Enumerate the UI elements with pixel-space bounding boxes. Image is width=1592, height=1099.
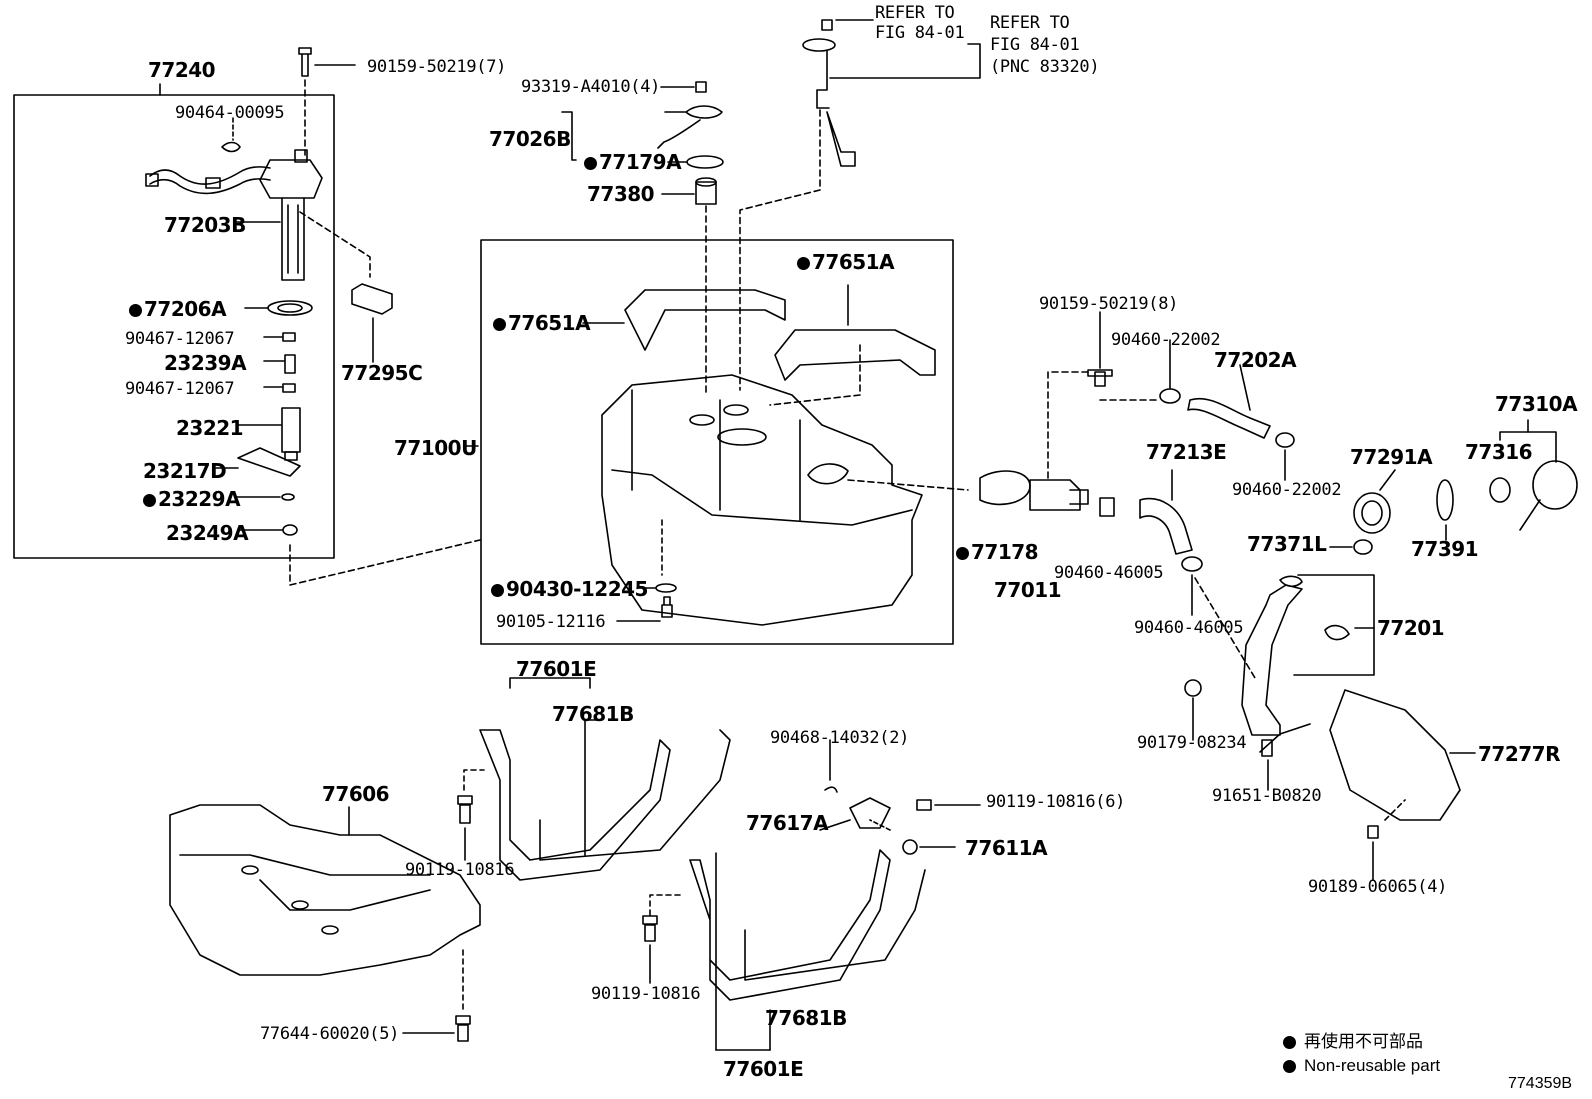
non-reusable-dot-icon xyxy=(493,318,506,331)
label-23249A: 23249A xyxy=(166,521,249,545)
non-reusable-dot-icon xyxy=(1283,1060,1296,1074)
label-77202A: 77202A xyxy=(1214,348,1297,372)
label-77310A: 77310A xyxy=(1495,392,1578,416)
label-77681B-top: 77681B xyxy=(552,702,634,726)
label-91651-B0820: 91651-B0820 xyxy=(1212,786,1322,806)
non-reusable-dot-icon xyxy=(491,584,504,597)
label-refer-fig-84-01-a-line1: REFER TO xyxy=(875,3,955,23)
label-90179-08234: 90179-08234 xyxy=(1137,733,1247,753)
non-reusable-dot-icon xyxy=(797,257,810,270)
label-90119-10816-a: 90119-10816 xyxy=(405,860,515,880)
label-77316: 77316 xyxy=(1465,440,1533,464)
label-77240: 77240 xyxy=(148,58,216,82)
label-77100U: 77100U xyxy=(394,436,477,460)
label-23229A: 23229A xyxy=(143,487,241,511)
label-77206A: 77206A xyxy=(129,297,227,321)
label-77179A-text: 77179A xyxy=(599,150,682,174)
fuel-tank-assembly-box xyxy=(480,239,954,645)
figure-id: 774359B xyxy=(1508,1075,1573,1092)
label-90430-12245: 90430-12245 xyxy=(491,578,648,600)
label-90467-12067-b: 90467-12067 xyxy=(125,379,235,399)
label-77651A-left: 77651A xyxy=(493,311,591,335)
label-90119-10816-6: 90119-10816(6) xyxy=(986,792,1126,812)
label-90460-22002-a: 90460-22002 xyxy=(1111,330,1221,350)
label-77651A-left-text: 77651A xyxy=(508,311,591,335)
non-reusable-dot-icon xyxy=(956,547,969,560)
label-23229A-text: 23229A xyxy=(158,487,241,511)
label-93319-A4010: 93319-A4010(4) xyxy=(521,77,661,97)
label-refer-fig-84-01-b-line2: FIG 84-01 xyxy=(990,35,1080,55)
label-77651A-right: 77651A xyxy=(797,250,895,274)
label-90468-14032: 90468-14032(2) xyxy=(770,728,910,748)
label-90467-12067-a: 90467-12067 xyxy=(125,329,235,349)
label-90159-50219-7: 90159-50219(7) xyxy=(367,57,507,77)
label-90460-46005-b: 90460-46005 xyxy=(1134,618,1244,638)
label-90105-12116: 90105-12116 xyxy=(496,612,606,632)
label-77611A: 77611A xyxy=(965,836,1048,860)
label-77277R: 77277R xyxy=(1478,742,1560,766)
label-77213E: 77213E xyxy=(1146,440,1227,464)
label-90460-22002-b: 90460-22002 xyxy=(1232,480,1342,500)
label-77178-text: 77178 xyxy=(971,540,1039,564)
label-77201: 77201 xyxy=(1377,616,1445,640)
label-77206A-text: 77206A xyxy=(144,297,227,321)
legend-japanese-text: 再使用不可部品 xyxy=(1304,1032,1423,1051)
label-refer-fig-84-01-a-line2: FIG 84-01 xyxy=(875,23,965,43)
label-23221: 23221 xyxy=(176,416,244,440)
legend-japanese: 再使用不可部品 xyxy=(1283,1030,1423,1054)
label-77011: 77011 xyxy=(994,578,1062,602)
label-90119-10816-b: 90119-10816 xyxy=(591,984,701,1004)
label-77371L: 77371L xyxy=(1247,532,1327,556)
filler-parts xyxy=(979,311,1578,881)
label-77617A: 77617A xyxy=(746,811,829,835)
sender-gauge-parts xyxy=(561,19,981,396)
label-77178: 77178 xyxy=(956,540,1039,564)
label-77644-60020: 77644-60020(5) xyxy=(260,1024,400,1044)
label-77380: 77380 xyxy=(587,182,655,206)
label-77681B-bottom: 77681B xyxy=(765,1006,847,1030)
non-reusable-dot-icon xyxy=(584,157,597,170)
non-reusable-dot-icon xyxy=(1283,1036,1296,1050)
label-77651A-right-text: 77651A xyxy=(812,250,895,274)
label-refer-fig-84-01-b-line1: REFER TO xyxy=(990,13,1070,33)
legend-english-text: Non-reusable part xyxy=(1304,1056,1441,1075)
fuel-pump-parts xyxy=(145,47,481,586)
label-refer-fig-84-01-b-line3: (PNC 83320) xyxy=(990,57,1100,77)
label-77203B: 77203B xyxy=(164,213,246,237)
label-77291A: 77291A xyxy=(1350,445,1433,469)
label-77295C: 77295C xyxy=(341,361,423,385)
non-reusable-dot-icon xyxy=(129,304,142,317)
label-90464-00095: 90464-00095 xyxy=(175,103,285,123)
legend-english: Non-reusable part xyxy=(1283,1054,1440,1078)
label-90159-50219-8: 90159-50219(8) xyxy=(1039,294,1179,314)
fuel-tank xyxy=(463,284,969,626)
label-77601E-top: 77601E xyxy=(516,657,597,681)
label-77026B: 77026B xyxy=(489,127,571,151)
non-reusable-dot-icon xyxy=(143,494,156,507)
label-77606: 77606 xyxy=(322,782,390,806)
label-23239A: 23239A xyxy=(164,351,247,375)
label-90189-06065: 90189-06065(4) xyxy=(1308,877,1448,897)
label-77391: 77391 xyxy=(1411,537,1479,561)
label-90460-46005-a: 90460-46005 xyxy=(1054,563,1164,583)
label-23217D: 23217D xyxy=(143,459,227,483)
lower-straps-protector xyxy=(169,677,981,1051)
label-90430-12245-text: 90430-12245 xyxy=(506,577,648,601)
label-77179A: 77179A xyxy=(584,150,682,174)
label-77601E-bottom: 77601E xyxy=(723,1057,804,1081)
fuel-pump-assembly-box xyxy=(13,94,335,559)
